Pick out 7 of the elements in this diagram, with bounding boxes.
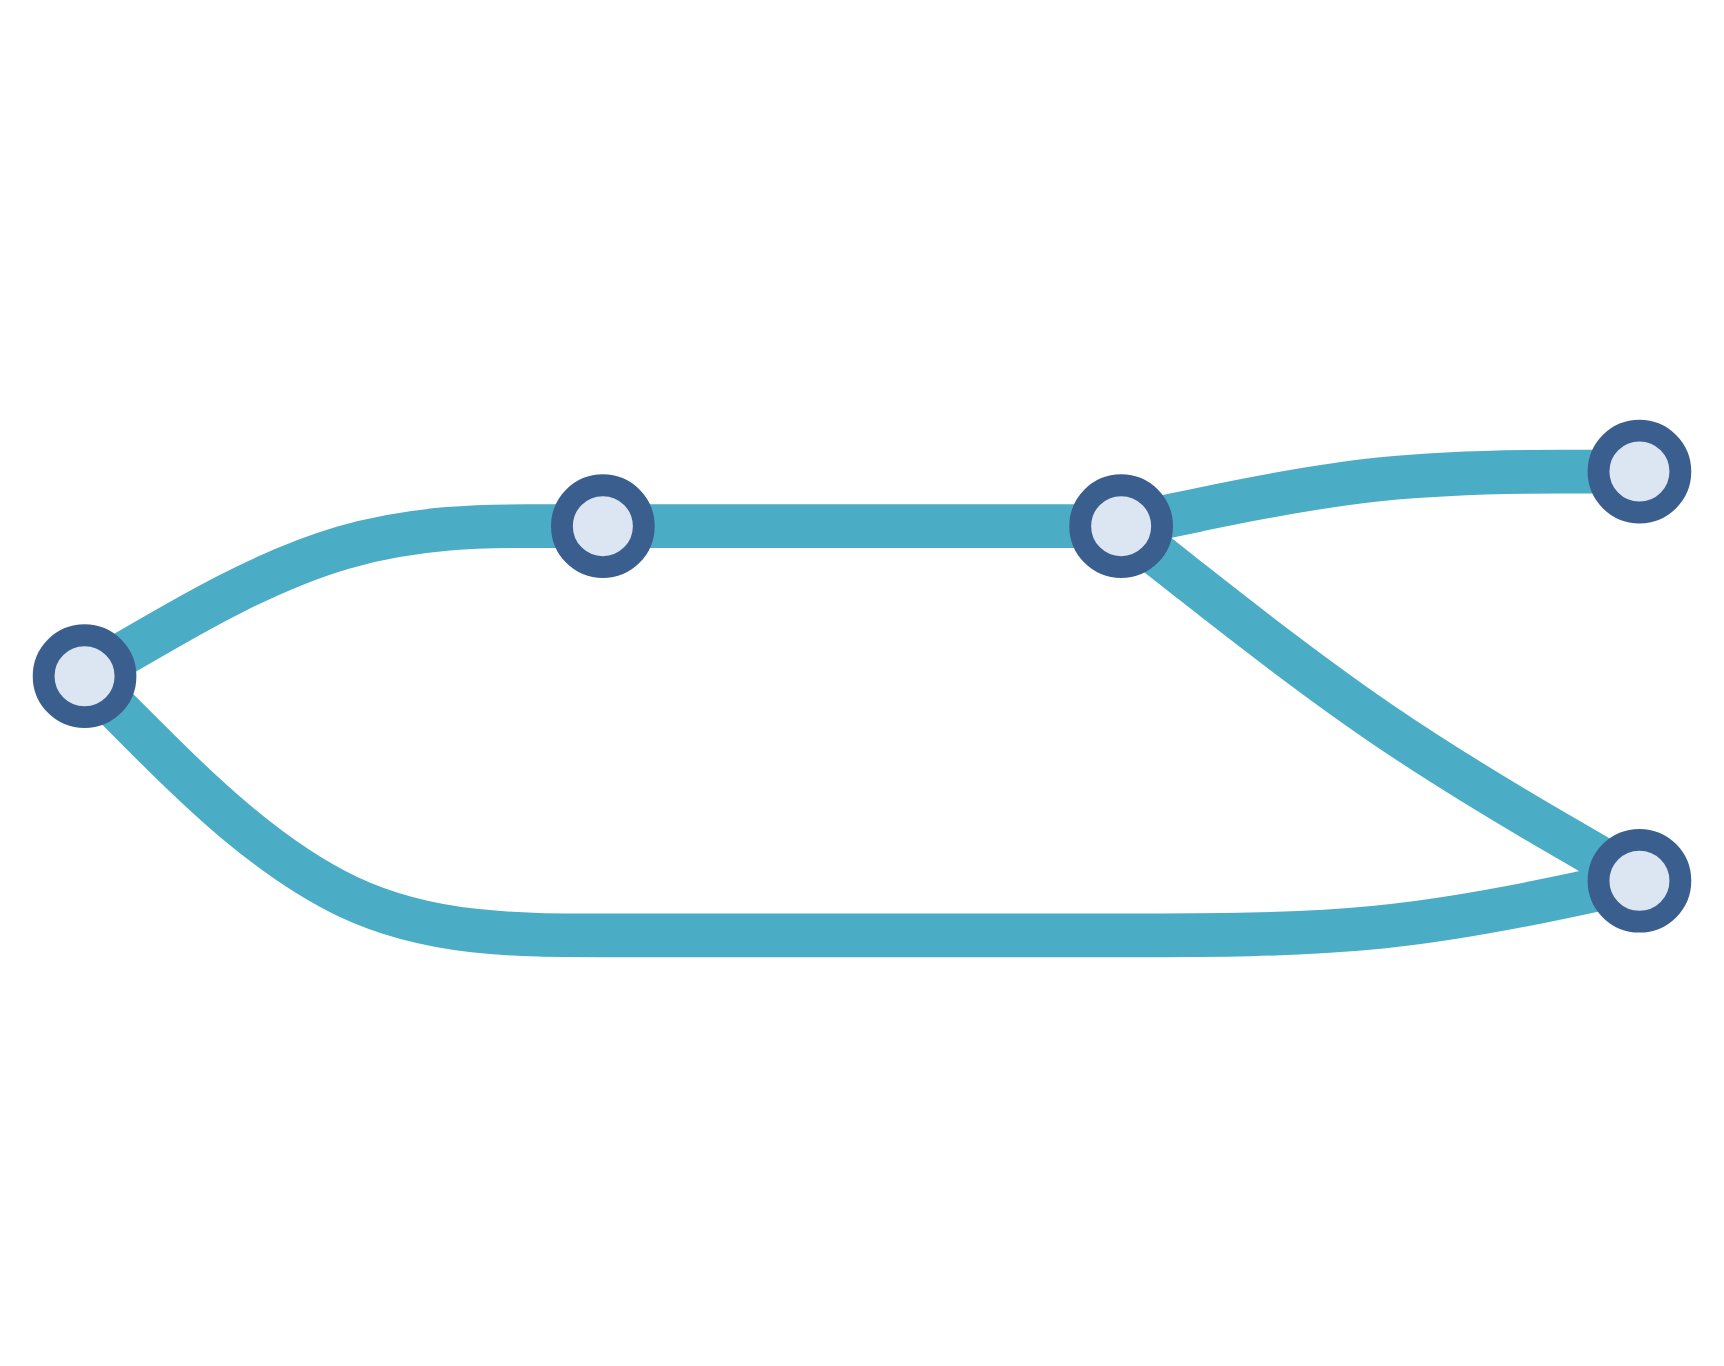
node-circle xyxy=(1587,828,1692,933)
connector xyxy=(98,689,1604,958)
node-circle xyxy=(551,474,655,578)
node-circle xyxy=(32,624,137,728)
connector xyxy=(109,504,562,675)
node-circle xyxy=(1587,419,1692,524)
node-circle xyxy=(1069,474,1173,578)
